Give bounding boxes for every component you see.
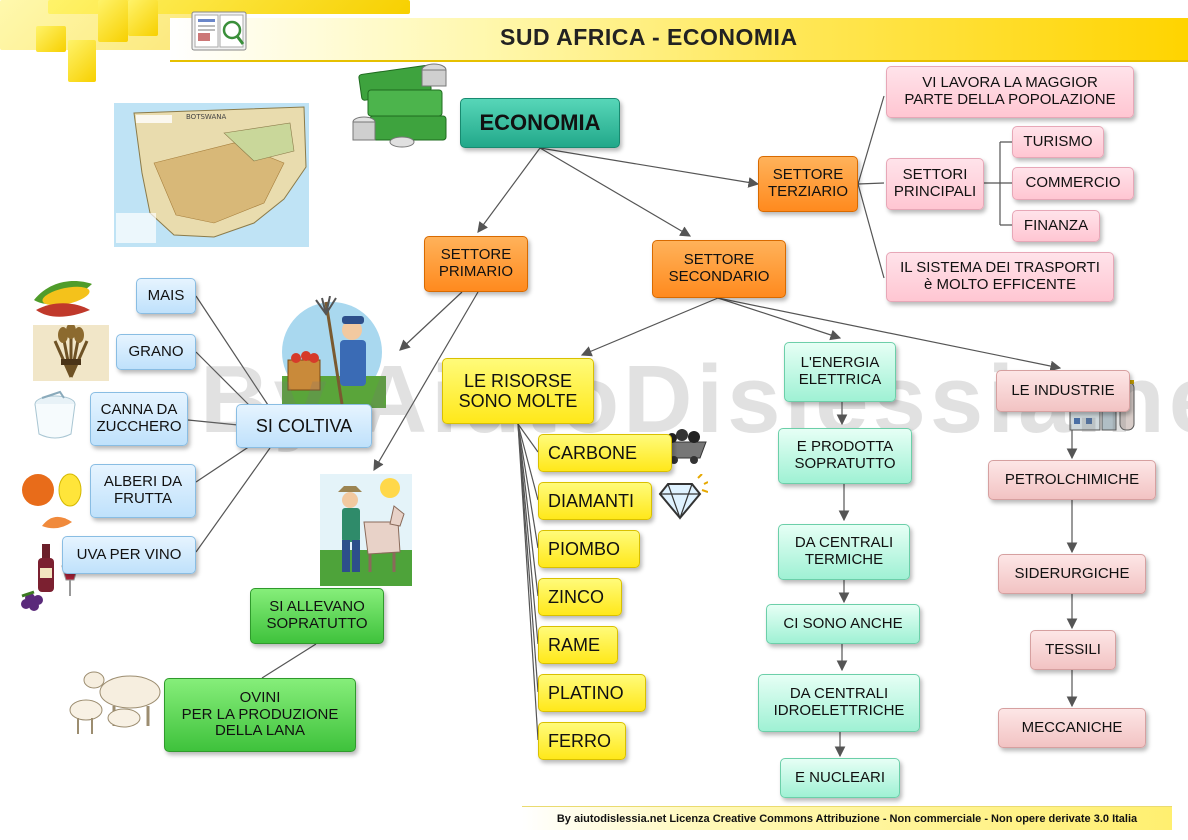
farmer-icon — [282, 296, 386, 408]
wheat-icon — [33, 325, 109, 381]
node-platino: PLATINO — [538, 674, 646, 712]
node-si-allevano: SI ALLEVANO SOPRATUTTO — [250, 588, 384, 644]
sheep-icon — [69, 671, 161, 734]
node-commercio: COMMERCIO — [1012, 167, 1134, 200]
node-diamanti: DIAMANTI — [538, 482, 652, 520]
map-image: BOTSWANA — [114, 103, 309, 247]
node-popolazione: VI LAVORA LA MAGGIOR PARTE DELLA POPOLAZ… — [886, 66, 1134, 118]
node-tessili: TESSILI — [1030, 630, 1116, 670]
cattle-farmer-icon — [320, 474, 412, 586]
node-finanza: FINANZA — [1012, 210, 1100, 242]
node-mais: MAIS — [136, 278, 196, 314]
node-canna-zucchero: CANNA DA ZUCCHERO — [90, 392, 188, 446]
fruit-icon — [22, 473, 82, 529]
node-uva-vino: UVA PER VINO — [62, 536, 196, 574]
header-decoration — [0, 0, 410, 90]
node-risorse: LE RISORSE SONO MOLTE — [442, 358, 594, 424]
node-turismo: TURISMO — [1012, 126, 1104, 158]
node-industrie: LE INDUSTRIE — [996, 370, 1130, 412]
node-nucleari: E NUCLEARI — [780, 758, 900, 798]
book-icon — [191, 11, 247, 51]
node-centrali-termiche: DA CENTRALI TERMICHE — [778, 524, 910, 580]
node-piombo: PIOMBO — [538, 530, 640, 568]
node-ferro: FERRO — [538, 722, 626, 760]
node-carbone: CARBONE — [538, 434, 672, 472]
node-petrolchimiche: PETROLCHIMICHE — [988, 460, 1156, 500]
header-bar — [170, 18, 1188, 62]
node-siderurgiche: SIDERURGICHE — [998, 554, 1146, 594]
node-economia: ECONOMIA — [460, 98, 620, 148]
corn-icon — [34, 281, 92, 317]
node-trasporti: IL SISTEMA DEI TRASPORTI è MOLTO EFFICEN… — [886, 252, 1114, 302]
node-rame: RAME — [538, 626, 618, 664]
node-grano: GRANO — [116, 334, 196, 370]
map-label: BOTSWANA — [186, 113, 226, 121]
license-footer: By aiutodislessia.net Licenza Creative C… — [522, 806, 1172, 830]
page-title: SUD AFRICA - ECONOMIA — [500, 24, 798, 50]
node-prodotta: E PRODOTTA SOPRATUTTO — [778, 428, 912, 484]
node-ovini: OVINI PER LA PRODUZIONE DELLA LANA — [164, 678, 356, 752]
node-idroelettriche: DA CENTRALI IDROELETTRICHE — [758, 674, 920, 732]
node-si-coltiva: SI COLTIVA — [236, 404, 372, 448]
node-zinco: ZINCO — [538, 578, 622, 616]
money-icon — [352, 63, 447, 148]
node-settore-secondario: SETTORE SECONDARIO — [652, 240, 786, 298]
sugar-icon — [34, 390, 76, 439]
node-meccaniche: MECCANICHE — [998, 708, 1146, 748]
node-alberi-frutta: ALBERI DA FRUTTA — [90, 464, 196, 518]
node-settore-terziario: SETTORE TERZIARIO — [758, 156, 858, 212]
node-energia: L'ENERGIA ELETTRICA — [784, 342, 896, 402]
node-ci-sono-anche: CI SONO ANCHE — [766, 604, 920, 644]
node-settori-principali: SETTORI PRINCIPALI — [886, 158, 984, 210]
node-settore-primario: SETTORE PRIMARIO — [424, 236, 528, 292]
diamond-icon — [658, 474, 708, 520]
